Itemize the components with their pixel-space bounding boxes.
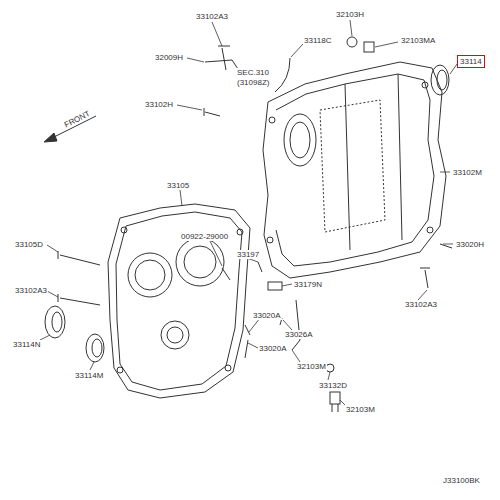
callout-number: 32103H [335,10,365,19]
callout-number: 32103M [345,405,376,414]
callout-number: 33026A [284,330,314,339]
callout-number: SEC.310 [236,68,270,77]
callout-number: 33020A [252,311,282,320]
callout-number: (31098Z) [236,78,270,87]
callout-number: 32009H [154,53,184,62]
callout-number: 33114N [12,340,41,349]
callout-number: 33132D [318,381,348,390]
rear-case [263,62,446,278]
callout-number: 33179N [293,280,323,289]
callout-number: 32103MA [400,36,436,45]
highlighted-callout: 33114 [457,55,485,68]
callout-number: 33102A3 [14,286,48,295]
callout-number: 33197 [236,250,260,259]
callout-number: 33102M [452,168,483,177]
callout-number: 33102H [144,100,174,109]
callout-number: 33114 [460,57,482,66]
drawing-number: J33100BK [442,476,481,485]
front-cover [108,204,250,398]
callout-number: 00922-29000 [180,232,229,241]
callout-number: 32103M [296,362,327,371]
callout-number: 33105D [14,240,44,249]
leader-lines [40,20,457,405]
callout-number: 33102A3 [195,12,229,21]
callout-number: 33102A3 [404,300,438,309]
callout-number: 33020H [455,240,485,249]
callout-number: 33114M [74,371,104,380]
bolts-and-fittings [58,37,452,412]
callout-number: 33020A [258,344,288,353]
front-seals [45,306,104,362]
callout-number: 33105 [166,181,190,190]
direction-label: FRONT [62,109,92,130]
callout-number: 33118C [303,36,332,45]
rear-seal [431,65,449,95]
